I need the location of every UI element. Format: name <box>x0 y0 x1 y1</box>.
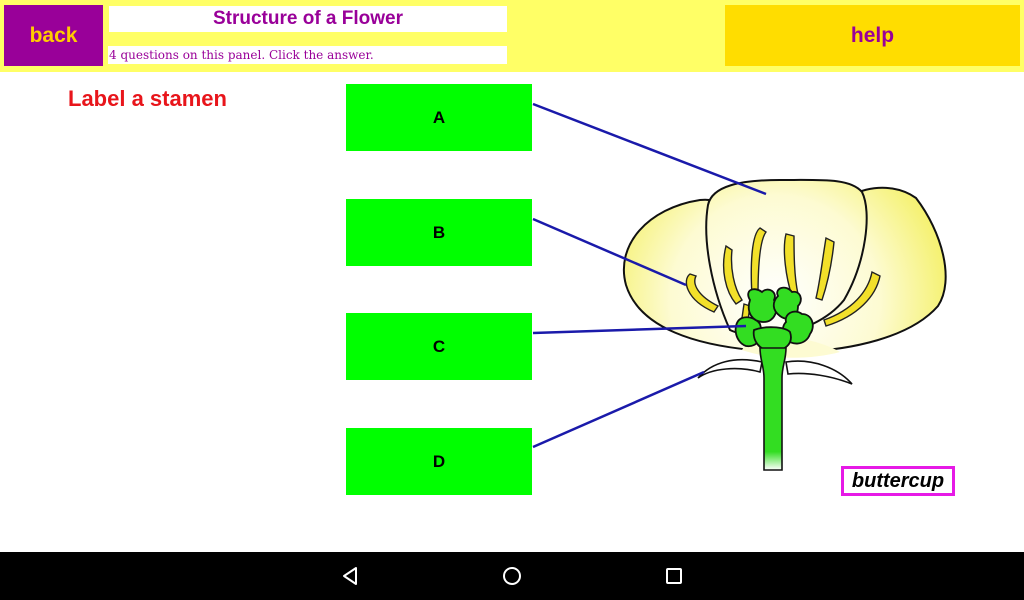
help-button[interactable]: help <box>725 5 1020 66</box>
header-bar: back Structure of a Flower 4 questions o… <box>0 0 1024 72</box>
stem <box>759 347 787 471</box>
back-button[interactable]: back <box>4 5 103 66</box>
page-title: Structure of a Flower <box>109 6 507 32</box>
instructions-text: 4 questions on this panel. Click the ans… <box>108 46 507 64</box>
flower-name-label: buttercup <box>841 466 955 496</box>
pointer-line-a <box>532 102 767 196</box>
pointer-line-c <box>532 324 747 335</box>
carpels <box>734 286 814 352</box>
pointer-lines <box>532 102 767 449</box>
answer-button-b[interactable]: B <box>346 199 532 266</box>
answer-button-a[interactable]: A <box>346 84 532 151</box>
stamens <box>685 227 881 327</box>
answer-button-d[interactable]: D <box>346 428 532 495</box>
back-triangle-icon[interactable] <box>338 564 362 588</box>
home-circle-icon[interactable] <box>500 564 524 588</box>
question-text: Label a stamen <box>68 86 227 111</box>
petals <box>623 178 947 358</box>
android-nav-bar <box>0 552 1024 600</box>
sepals <box>697 358 853 385</box>
recents-square-icon[interactable] <box>662 564 686 588</box>
pointer-line-d <box>532 370 705 449</box>
answer-button-c[interactable]: C <box>346 313 532 380</box>
pointer-line-b <box>532 217 687 287</box>
